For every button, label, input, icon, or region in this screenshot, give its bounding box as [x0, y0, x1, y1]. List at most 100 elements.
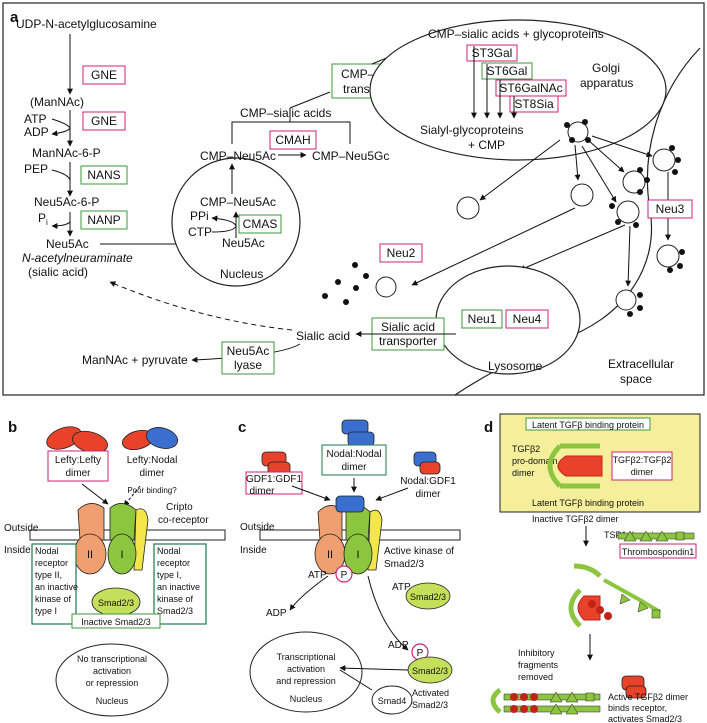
nucleus-ctp: CTP — [188, 225, 212, 239]
sa-transporter-line2: transporter — [379, 334, 437, 348]
active-1: Active TGFβ2 dimer — [608, 692, 688, 702]
adp-label: ADP — [24, 125, 49, 139]
enzyme-neu4-label: Neu4 — [513, 312, 542, 326]
enzyme-gne-2-label: GNE — [91, 114, 117, 128]
enzyme-st6gal-label: ST6Gal — [487, 64, 528, 78]
enzyme-st6gal — [481, 62, 533, 80]
vesicles — [375, 121, 680, 361]
adp1-label: ADP — [266, 608, 287, 619]
cmp-neu5gc: CMP–Neu5Gc — [312, 149, 389, 163]
nodal-gdf1-1: Nodal:GDF1 — [400, 476, 456, 487]
rii-l1: Nodal — [35, 546, 59, 556]
mannac-label: (ManNAc) — [30, 95, 84, 109]
golgi-label-2: apparatus — [580, 76, 633, 90]
activated-2: Smad2/3 — [412, 700, 448, 710]
panel-a-label: a — [10, 9, 19, 26]
nb-l3: or repression — [86, 678, 139, 688]
golgi-label-1: Golgi — [592, 61, 620, 75]
sialic-paren-label: (sialic acid) — [28, 265, 88, 279]
p1-label: P — [341, 570, 348, 581]
enzyme-neu4 — [505, 309, 549, 329]
receptor-i-kinase — [107, 533, 137, 575]
ri-l4: an inactive — [157, 582, 200, 592]
enzyme-st3gal — [466, 44, 518, 62]
thrombospondin-box — [619, 543, 697, 559]
panel-b-label: b — [8, 419, 17, 436]
pi-label: Pi — [38, 211, 48, 227]
prodomain-shape — [560, 443, 600, 489]
panel-a: a UDP-N-acetylglucosamine GNE (ManNAc) A… — [2, 2, 705, 396]
prodomain-shape — [547, 444, 562, 488]
prodomain-1: TGFβ2 — [512, 444, 540, 454]
receptor-ii-ecd — [317, 505, 343, 541]
enzyme-neu2-label: Neu2 — [387, 246, 416, 260]
adp2-label: ADP — [388, 640, 409, 651]
nodal-nodal-2: dimer — [341, 462, 367, 473]
enzyme-gne-2 — [82, 111, 126, 131]
nucleus-b — [55, 643, 169, 717]
latent-top-label: Latent TGFβ binding protein — [532, 420, 644, 430]
nb-l1: No transcriptional — [77, 654, 147, 664]
nucleus-cmp-neu5ac: CMP–Neu5Ac — [200, 195, 276, 209]
prodomain-2: pro-domain — [512, 456, 558, 466]
cripto-1: Cripto — [166, 502, 193, 513]
nodal-gdf1-2: dimer — [415, 489, 441, 500]
nodal-nodal-box — [321, 444, 387, 476]
udp-label: UDP-N-acetylglucosamine — [16, 17, 157, 31]
enzyme-gne-1-label: GNE — [91, 68, 117, 82]
receptor-i-kinase — [343, 533, 373, 575]
receptor-i-box — [153, 543, 207, 625]
inactive-dimer-label: Inactive TGFβ2 dimer — [532, 514, 619, 524]
nucleus-neu5ac: Neu5Ac — [222, 236, 265, 250]
lefty-dimer-2: dimer — [65, 468, 91, 479]
nc-l3: and repression — [276, 676, 336, 686]
bound-ligand — [335, 495, 365, 513]
ri-l6: Smad2/3 — [157, 606, 193, 616]
roman-i-c: I — [356, 549, 359, 561]
activated-1: Activated — [412, 688, 449, 698]
neu5ac-label: Neu5Ac — [46, 237, 89, 251]
smad-c-label: Smad2/3 — [410, 592, 446, 602]
ri-l5: kinase of — [157, 594, 194, 604]
sialic-dots — [322, 119, 685, 363]
rii-l3: type II, — [35, 570, 62, 580]
gdf1-1: GDF1:GDF1 — [246, 474, 303, 485]
tgfb2-dimer-1: TGFβ2:TGFβ2 — [613, 455, 672, 465]
panel-c: c Nodal:Nodal dimer GDF1:GDF1 dimer Noda… — [238, 419, 461, 715]
rii-l2: receptor — [35, 558, 68, 568]
ri-l2: receptor — [157, 558, 190, 568]
smad4-label: Smad4 — [378, 696, 407, 706]
enzyme-neu3-label: Neu3 — [656, 202, 685, 216]
atp-label: ATP — [24, 112, 46, 126]
thrombospondin-chain — [617, 530, 695, 542]
neu5ac-lyase — [221, 341, 275, 375]
pep-label: PEP — [24, 162, 48, 176]
active-2: binds receptor, — [608, 703, 667, 713]
sialic-acid-label: Sialic acid — [296, 329, 350, 343]
gdf1-2: dimer — [249, 486, 275, 497]
neu5ac-full-label: N-acetylneuraminate — [22, 251, 133, 265]
gdf1-ligand — [419, 461, 441, 475]
enzyme-st8sia — [509, 95, 559, 113]
nodal-nodal-1: Nodal:Nodal — [326, 449, 381, 460]
roman-ii-c: II — [327, 549, 333, 561]
sa-transporter-line1: Sialic acid — [381, 320, 435, 334]
golgi-bottom-1: Sialyl-glycoproteins — [420, 123, 523, 137]
roman-i-b: I — [120, 549, 123, 561]
outside-c: Outside — [240, 522, 275, 533]
extracellular-1: Extracellular — [608, 357, 674, 371]
active-3: activates Smad2/3 — [608, 714, 682, 723]
nucleus-c — [249, 631, 363, 713]
fragments — [490, 687, 601, 715]
tgfb2-dimer-box — [611, 451, 673, 481]
latent-bottom-label: Latent TGFβ binding protein — [532, 498, 644, 508]
p2-label: P — [417, 648, 424, 659]
phosphate-1 — [335, 565, 353, 583]
inside-b: Inside — [4, 545, 31, 556]
nb-l2: activation — [93, 666, 131, 676]
panel-d-label: d — [484, 419, 493, 436]
ri-l3: type I, — [157, 570, 182, 580]
poor-binding: Poor binding? — [127, 486, 177, 495]
golgi-bottom-2: + CMP — [468, 138, 505, 152]
